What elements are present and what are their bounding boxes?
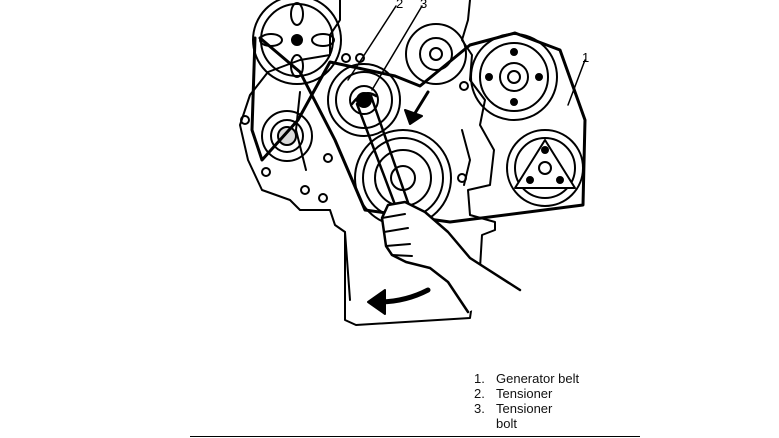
bottom-rule bbox=[190, 436, 640, 437]
callout-leader-2 bbox=[347, 5, 397, 81]
rotation-arrow-icon bbox=[367, 287, 431, 315]
hand bbox=[380, 200, 522, 314]
legend-text: Generator belt bbox=[496, 371, 580, 386]
right-upper-pulley bbox=[470, 33, 558, 121]
legend-text: Tensioner bolt bbox=[496, 401, 553, 431]
callout-2: 2 bbox=[396, 0, 403, 11]
generator-belt bbox=[250, 31, 587, 224]
legend-item: 1. Generator belt bbox=[474, 371, 579, 386]
generator-pulley bbox=[506, 129, 584, 207]
legend-number: 1. bbox=[474, 371, 485, 386]
hand-fingers bbox=[381, 213, 413, 257]
legend-text: Tensioner bbox=[496, 386, 553, 401]
callout-leader-1 bbox=[567, 59, 586, 106]
callout-3: 3 bbox=[420, 0, 427, 11]
wrench-head bbox=[350, 92, 378, 106]
legend-number: 3. bbox=[474, 401, 485, 416]
callout-1: 1 bbox=[582, 50, 589, 65]
legend-number: 2. bbox=[474, 386, 485, 401]
legend: 1. Generator belt 2. Tensioner 3. Tensio… bbox=[474, 371, 579, 431]
wrench bbox=[355, 94, 414, 220]
legend-item: 2. Tensioner bbox=[474, 386, 579, 401]
callout-leader-3 bbox=[371, 5, 423, 91]
idler-pulley-left bbox=[261, 110, 313, 162]
mounting-bolts bbox=[240, 53, 469, 203]
arrow-icon bbox=[404, 90, 430, 125]
legend-item: 3. Tensioner bolt bbox=[474, 401, 579, 431]
top-pulley bbox=[405, 23, 467, 85]
engine-block-outline bbox=[239, 0, 496, 326]
